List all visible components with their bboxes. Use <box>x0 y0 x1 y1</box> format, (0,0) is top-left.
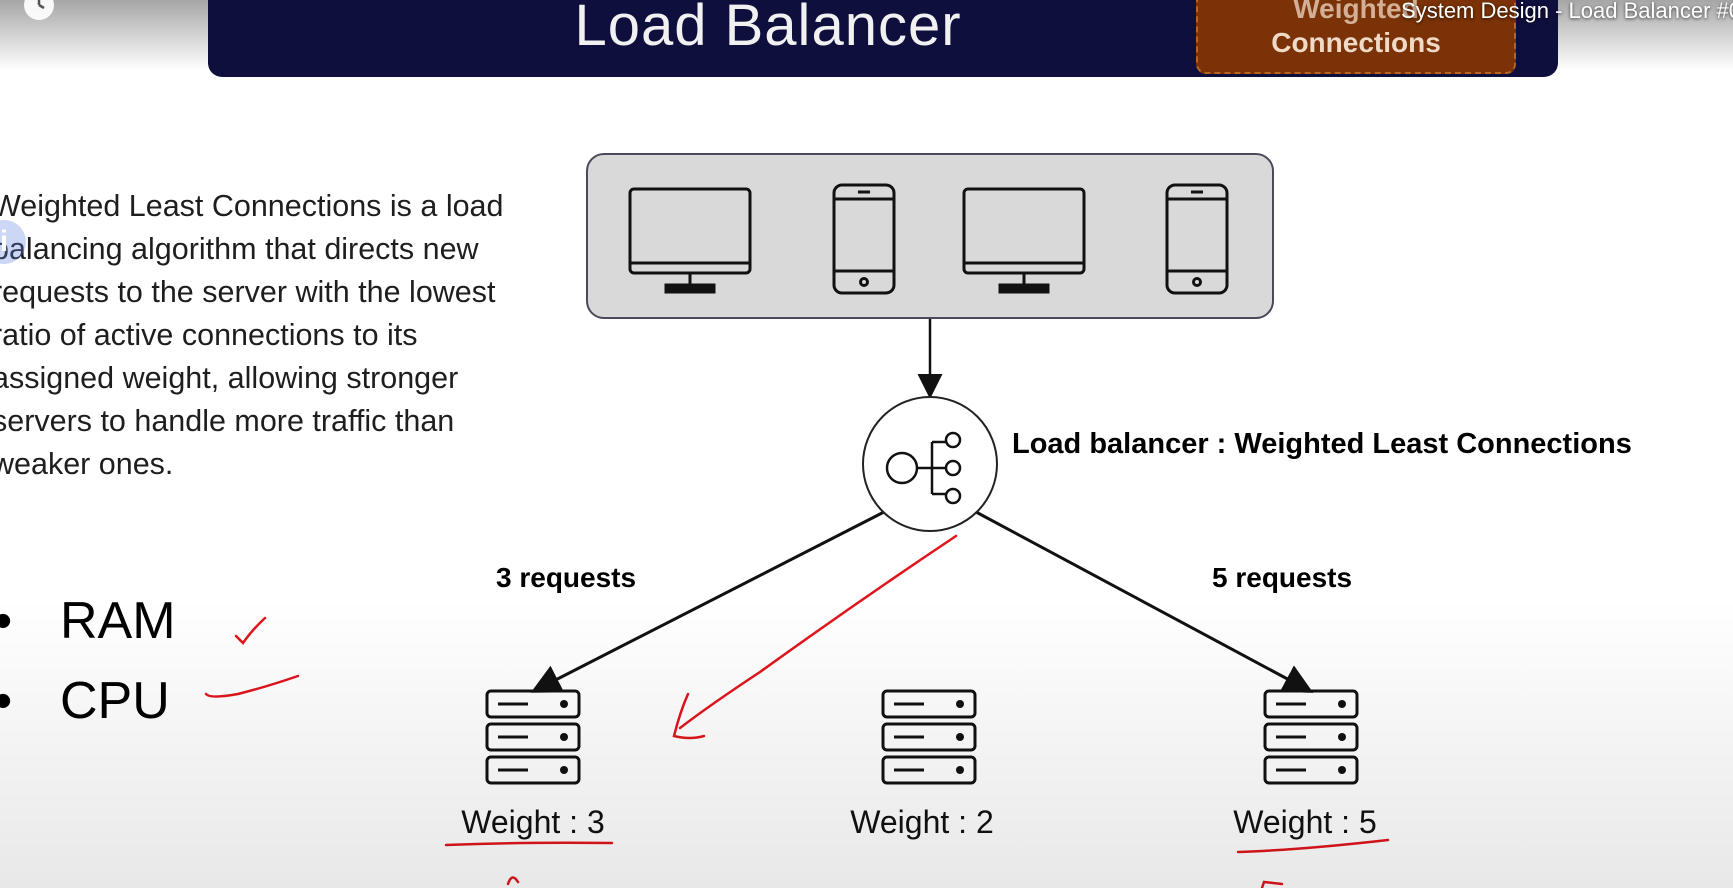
video-title[interactable]: System Design - Load Balancer #0 <box>1401 0 1733 23</box>
red-annotations <box>204 534 1390 888</box>
title-banner: Load Balancer Weighted Connections <box>208 0 1558 77</box>
description-line: servers to handle more traffic than <box>0 404 455 438</box>
weight5-underline <box>1236 838 1390 854</box>
server-weight-label: Weight : 5 <box>1233 804 1377 840</box>
phone-icon <box>1165 183 1229 295</box>
description-line: requests to the server with the lowest <box>0 275 496 309</box>
bullet-label: CPU <box>60 672 170 730</box>
weight3-underline <box>444 841 614 847</box>
ram-check-mark <box>234 616 267 645</box>
phone-icon <box>832 183 896 295</box>
bullet-dot: • <box>0 668 12 734</box>
small-mark-right <box>1260 880 1284 888</box>
clients-box <box>586 153 1274 319</box>
algorithm-tag: Weighted Connections <box>1196 0 1516 74</box>
description-line: ratio of active connections to its <box>0 318 418 352</box>
load-balancer-node <box>862 396 998 532</box>
left-requests-label: 3 requests <box>496 562 637 593</box>
clock-icon[interactable] <box>24 0 54 20</box>
server-icon <box>1262 688 1360 786</box>
red-arrow-shaft <box>678 534 958 730</box>
monitor-icon <box>628 187 752 294</box>
server-icon <box>880 688 978 786</box>
network-hub-icon <box>885 431 962 505</box>
server-weight-label: Weight : 2 <box>850 804 994 840</box>
small-mark-left <box>506 876 520 886</box>
description-line: balancing algorithm that directs new <box>0 232 479 266</box>
bullet-dot: • <box>0 588 12 654</box>
cpu-dash-mark <box>204 674 300 698</box>
server-icon <box>484 688 582 786</box>
description-paragraph: Weighted Least Connections is a load bal… <box>0 185 552 486</box>
lb-to-left-server-arrow <box>530 510 885 693</box>
red-arrow-head <box>672 692 706 740</box>
monitor-icon <box>962 187 1086 294</box>
description-line: assigned weight, allowing stronger <box>0 361 459 395</box>
description-line: Weighted Least Connections is a load <box>0 189 504 223</box>
bullet-label: RAM <box>60 592 176 650</box>
load-balancer-label: Load balancer : Weighted Least Connectio… <box>1012 428 1632 460</box>
algorithm-tag-line2: Connections <box>1271 27 1441 58</box>
algorithm-tag-line1: Weighted <box>1293 0 1419 24</box>
right-requests-label: 5 requests <box>1212 562 1353 593</box>
description-line: weaker ones. <box>0 447 174 481</box>
server-weight-label: Weight : 3 <box>461 804 605 840</box>
lb-to-right-server-arrow <box>975 510 1314 693</box>
banner-title: Load Balancer <box>574 0 962 58</box>
